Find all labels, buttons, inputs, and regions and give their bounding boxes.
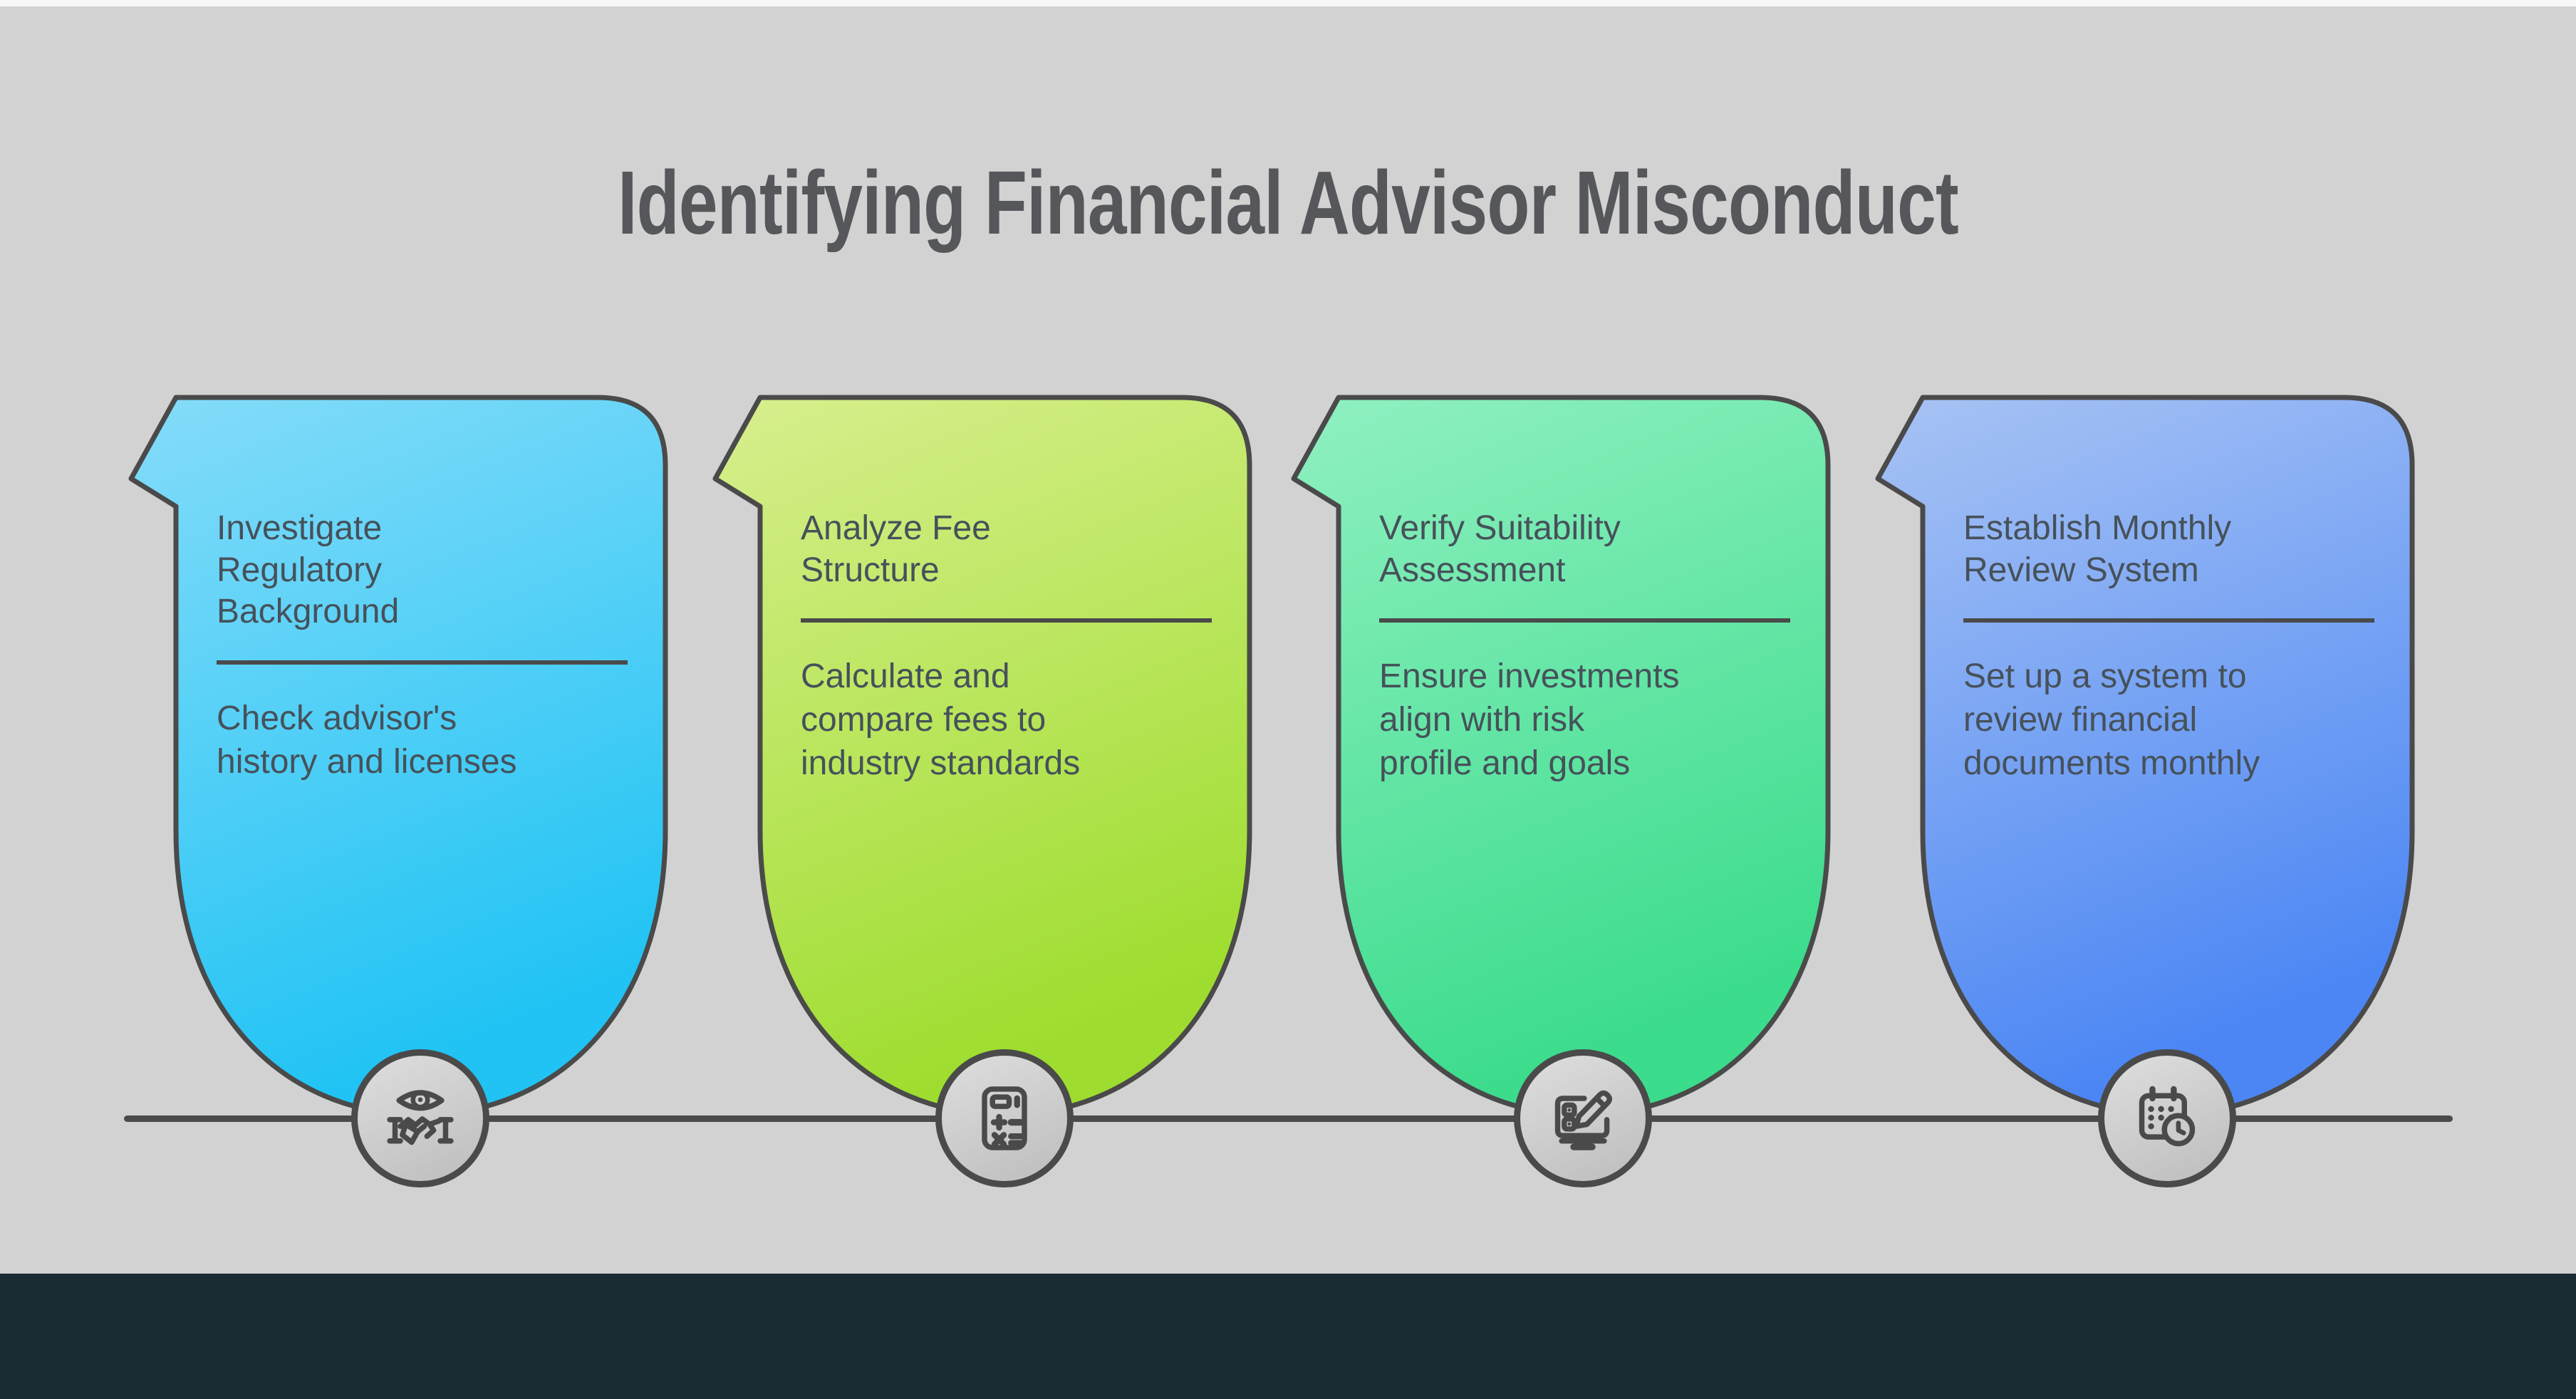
step-divider: [1379, 618, 1790, 623]
top-strip: [0, 0, 2576, 6]
step-description: Ensure investments align with risk profi…: [1379, 657, 1680, 782]
step-description: Calculate and compare fees to industry s…: [801, 657, 1081, 782]
step-heading: Investigate Regulatory Background: [217, 509, 400, 631]
step-node-2: [935, 1049, 1074, 1187]
step-text-block: Establish Monthly Review System Set up a…: [1963, 508, 2374, 786]
step-card-4: Establish Monthly Review System Set up a…: [1875, 395, 2415, 1118]
step-heading: Analyze Fee Structure: [801, 509, 991, 589]
step-card-2: Analyze Fee Structure Calculate and comp…: [712, 395, 1252, 1118]
step-card-1: Investigate Regulatory Background Check …: [128, 395, 668, 1118]
step-divider: [1963, 618, 2374, 623]
footer-bar: [0, 1274, 2576, 1399]
step-card-3: Verify Suitability Assessment Ensure inv…: [1291, 395, 1831, 1118]
step-text-block: Analyze Fee Structure Calculate and comp…: [801, 508, 1212, 786]
step-text-block: Verify Suitability Assessment Ensure inv…: [1379, 508, 1790, 786]
calendar-clock-icon: [2139, 1086, 2196, 1147]
step-node-3: [1514, 1049, 1652, 1187]
step-heading: Verify Suitability Assessment: [1379, 509, 1621, 589]
speech-bubble-shape: [712, 395, 1252, 1118]
speech-bubble-shape: [1291, 395, 1831, 1118]
step-description: Check advisor's history and licenses: [217, 699, 517, 781]
step-node-4: [2098, 1049, 2236, 1187]
eye-handshake-icon: [387, 1090, 454, 1145]
step-description: Set up a system to review financial docu…: [1963, 657, 2260, 782]
step-divider: [801, 618, 1212, 623]
speech-bubble-shape: [128, 395, 668, 1118]
timeline-line: [124, 1115, 2453, 1122]
step-text-block: Investigate Regulatory Background Check …: [217, 508, 628, 784]
step-heading: Establish Monthly Review System: [1963, 509, 2232, 589]
form-pencil-icon: [1554, 1090, 1613, 1150]
step-divider: [217, 660, 628, 665]
page-title: Identifying Financial Advisor Misconduct: [618, 152, 1959, 253]
step-node-1: [351, 1049, 489, 1187]
speech-bubble-shape: [1875, 395, 2415, 1118]
calculator-icon: [982, 1086, 1027, 1150]
